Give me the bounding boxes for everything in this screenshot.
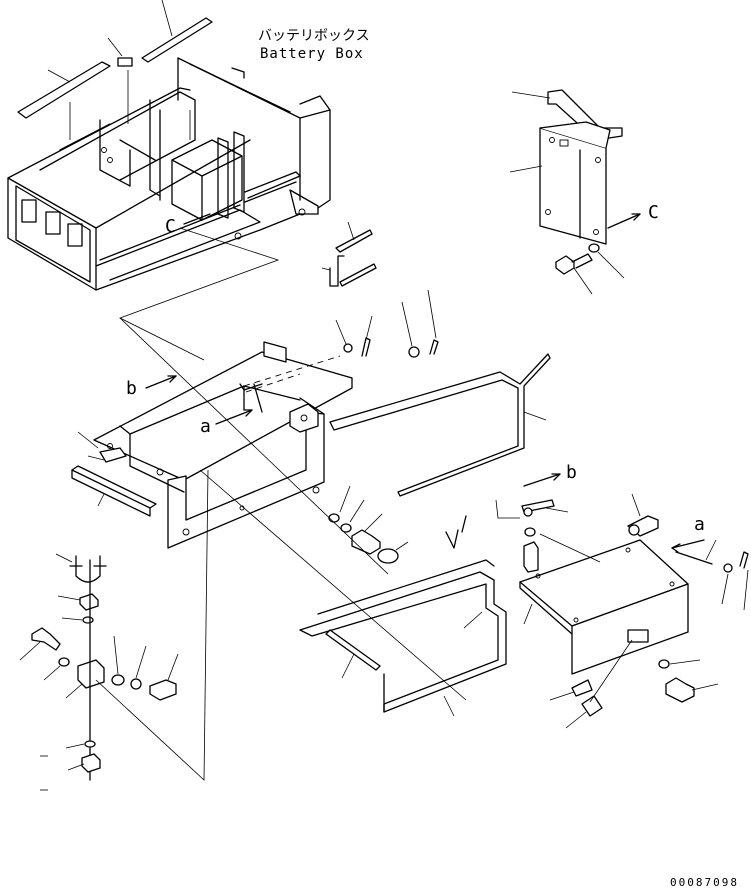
pad-strip-top xyxy=(141,17,213,63)
u-bolt xyxy=(75,555,101,583)
view-label-a-right: a xyxy=(694,514,705,535)
washer-7 xyxy=(658,659,670,669)
cover-plate xyxy=(539,127,607,245)
battery-tray: b a xyxy=(71,341,353,549)
drawing-number: 00087098 xyxy=(670,876,739,889)
cotter-pin-1 xyxy=(361,337,371,357)
clamp-hardware xyxy=(19,553,179,791)
title-english: Battery Box xyxy=(260,46,364,62)
view-label-b-left: b xyxy=(126,378,137,399)
view-label-a-left: a xyxy=(200,416,211,437)
washer-6 xyxy=(723,563,733,573)
bolt-lower-right xyxy=(665,677,695,703)
view-label-b-right: b xyxy=(566,462,577,483)
cover-latch xyxy=(627,629,649,643)
washer-5 xyxy=(524,527,536,537)
hold-down-strap xyxy=(329,353,551,497)
view-label-c-right: C xyxy=(648,202,659,223)
washer-4 xyxy=(340,523,352,533)
title-japanese: バッテリボックス xyxy=(258,28,370,44)
bolt-clamp xyxy=(31,627,61,651)
washer-12 xyxy=(84,740,96,748)
bolt-cover xyxy=(555,255,575,275)
rubber-cap xyxy=(377,548,399,564)
cotter-pin-4 xyxy=(739,551,749,569)
nut-2 xyxy=(81,753,101,773)
hinge-bracket-2 xyxy=(581,695,603,717)
battery-box-frame: C xyxy=(7,17,377,291)
washer-3 xyxy=(328,513,340,523)
bolt-box xyxy=(523,541,539,573)
cotter-pin-2 xyxy=(429,339,439,355)
nut-1 xyxy=(79,593,99,611)
stud-bolt xyxy=(149,679,177,701)
washer-11 xyxy=(130,678,142,690)
washer-2 xyxy=(408,346,420,358)
lower-guide-frame xyxy=(299,559,507,717)
battery-cover-box xyxy=(519,533,689,675)
washer-1 xyxy=(343,343,353,353)
hinge-bracket-1 xyxy=(571,679,593,697)
view-label-c-left: C xyxy=(165,216,176,237)
angle-bracket-lower xyxy=(339,263,377,287)
hook-bracket xyxy=(547,89,623,141)
tray-side-rail xyxy=(71,469,151,517)
washer-8 xyxy=(82,616,94,624)
cotter-pin-3 xyxy=(445,529,459,549)
washer-cover xyxy=(588,243,600,253)
washer-9 xyxy=(58,657,70,667)
lock-pin xyxy=(675,551,713,565)
cover-box-front xyxy=(571,583,689,675)
angle-bracket-upper xyxy=(335,229,373,253)
washer-10 xyxy=(111,674,125,686)
pad-strip-left xyxy=(17,61,111,119)
bolt-tray xyxy=(351,529,381,555)
pad-block xyxy=(117,57,133,67)
cover-plate-assembly: C xyxy=(509,89,659,295)
